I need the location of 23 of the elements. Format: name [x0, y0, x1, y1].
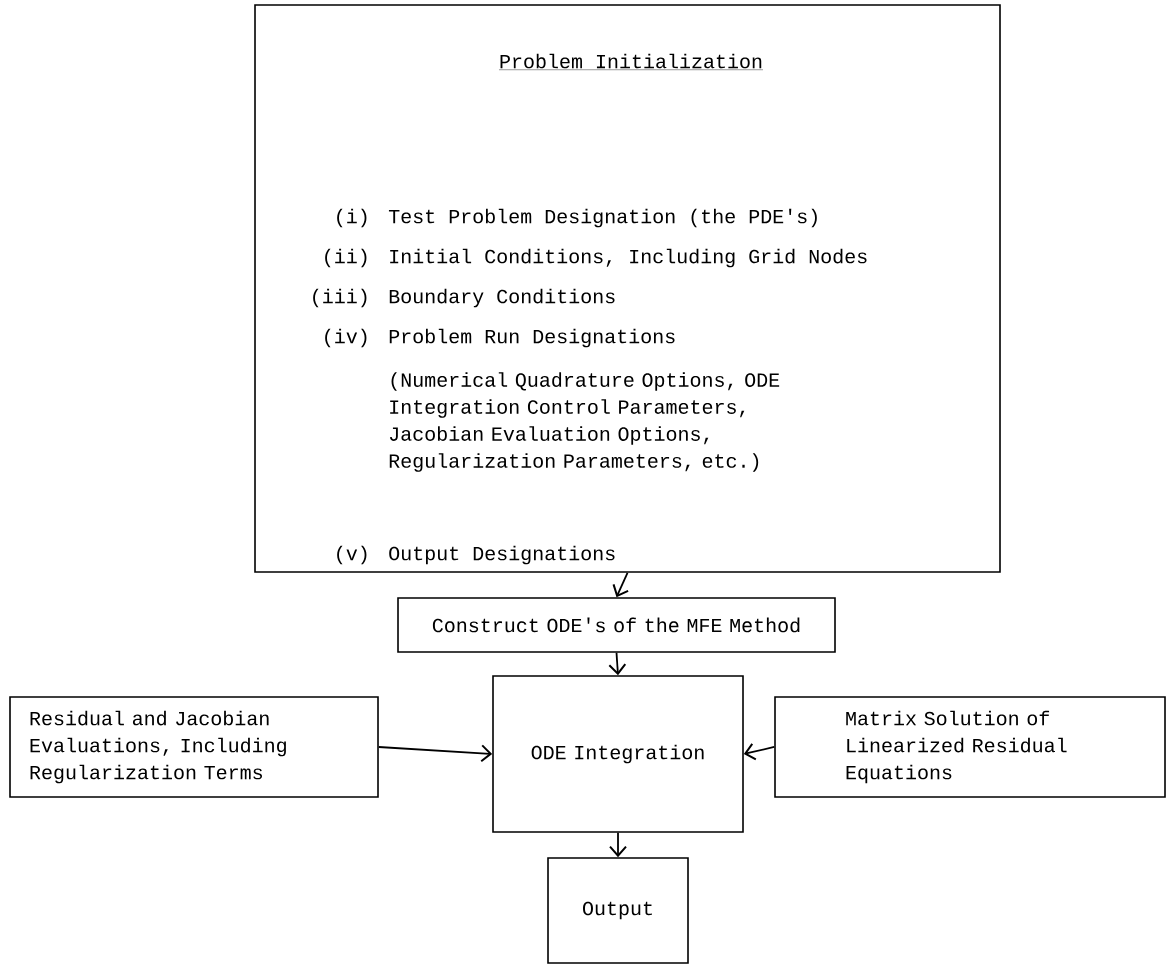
- item-text: Boundary Conditions: [389, 288, 615, 308]
- process-box: Residual and Jacobian Evaluations, Including Regularization Terms: [9, 696, 379, 798]
- process-box: Output: [547, 857, 689, 964]
- item-text: Output Designations: [389, 545, 615, 565]
- process-box: Matrix Solution of Linearized Residual Equations: [774, 696, 1166, 798]
- process-box: Construct ODE's of the MFE Method: [397, 597, 836, 653]
- item-number: (ii): [325, 248, 367, 268]
- heading: Problem Initialization: [498, 53, 764, 70]
- item-number: (iv): [325, 328, 367, 348]
- arrow: [612, 571, 630, 598]
- item-text: Problem Run Designations: [389, 328, 675, 348]
- item-text: Initial Conditions, Including Grid Nodes: [390, 248, 867, 268]
- process-box: ODE Integration: [492, 675, 744, 833]
- note-text: (Numerical Quadrature Options, ODE Integration Control Parameters, Jacobian Evaluation Options, Regularization Parameters, etc.): [389, 372, 780, 472]
- arrow: [377, 744, 493, 763]
- process-box: [254, 4, 1001, 573]
- item-number: (v): [337, 545, 367, 565]
- item-number: (i): [337, 208, 367, 228]
- arrow: [609, 831, 627, 858]
- item-number: (iii): [313, 288, 367, 308]
- arrow: [743, 742, 776, 761]
- arrow: [608, 651, 627, 676]
- item-text: Test Problem Designation (the PDE's): [388, 208, 817, 228]
